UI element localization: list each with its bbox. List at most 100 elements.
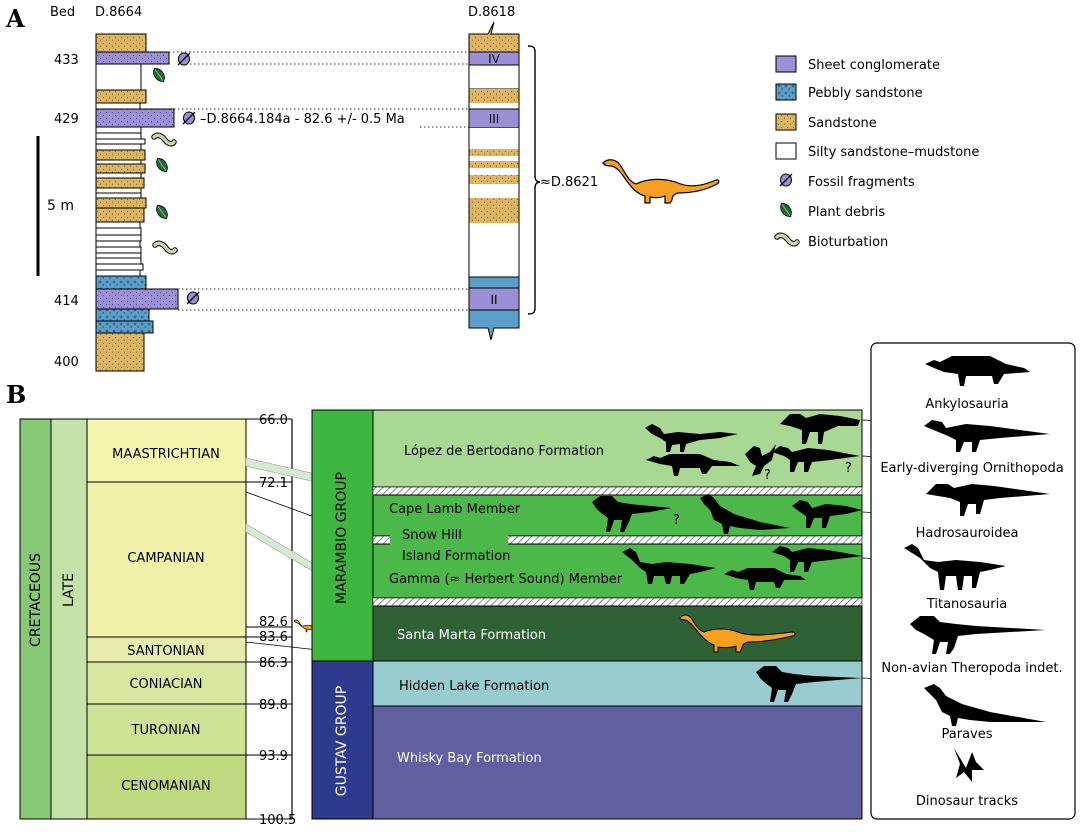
formation-label: Hidden Lake Formation — [399, 679, 549, 694]
dinosaur-silhouettes — [592, 414, 862, 702]
mudstone-bed — [95, 234, 142, 242]
question-mark: ? — [845, 461, 852, 476]
formation-label: Santa Marta Formation — [397, 628, 546, 643]
legend-label: Pebbly sandstone — [808, 86, 923, 101]
ornithopod-silhouette-icon — [792, 500, 862, 528]
pebbly-sandstone-bed — [468, 309, 520, 341]
age-tick-label: 89.8 — [259, 698, 288, 713]
theropod-silhouette-icon — [592, 496, 672, 532]
legend-label: Plant debris — [808, 205, 885, 220]
age-tick-label: 66.0 — [259, 413, 288, 428]
stage-label: TURONIAN — [131, 723, 201, 738]
legend-swatch — [775, 113, 797, 131]
bed-number: 429 — [54, 112, 79, 127]
sandstone-bed — [95, 177, 145, 189]
hiatus-band — [372, 597, 863, 607]
pebbly-sandstone-bed — [95, 308, 150, 322]
sandstone-bed — [468, 21, 520, 53]
sandstone-bed — [95, 89, 147, 104]
legend-label: Silty sandstone–mudstone — [808, 145, 979, 160]
sandstone-bed — [95, 33, 147, 53]
mudstone-bed — [95, 263, 144, 271]
legend-label: Sheet conglomerate — [808, 58, 940, 73]
panel-b-label: B — [6, 380, 26, 409]
bed-header: Bed — [50, 5, 75, 20]
paravian-silhouette-icon — [700, 494, 790, 534]
marambio-group — [311, 409, 374, 662]
fossil-fragment-icon — [779, 173, 793, 187]
clade-label: Paraves — [942, 727, 993, 742]
theropod-silhouette-icon — [756, 666, 862, 702]
column-d8618-title: D.8618 — [468, 5, 515, 20]
titanosaur-silhouette-icon — [904, 544, 1006, 590]
question-mark: ? — [673, 513, 680, 528]
theropod-silhouette-icon — [910, 616, 1046, 654]
gustav-group-label: GUSTAV GROUP — [334, 686, 350, 796]
age-tick-label: 83.6 — [259, 630, 288, 645]
mudstone-bed — [95, 102, 141, 110]
fossil-fragment-icon — [186, 291, 200, 305]
pebbly-sandstone-bed — [468, 276, 520, 289]
sandstone-bed — [469, 89, 519, 103]
bed-number: 414 — [54, 294, 79, 309]
mudstone-bed — [95, 63, 142, 91]
conglomerate-bed — [95, 51, 170, 65]
age-tick-label: 100.5 — [259, 813, 296, 828]
age-tick-label: 72.1 — [259, 476, 288, 491]
formation-label: Whisky Bay Formation — [397, 751, 542, 766]
mudstone-bed — [95, 257, 142, 265]
mudstone-bed — [95, 138, 146, 145]
hadrosaur-silhouette-icon — [926, 484, 1050, 516]
d8621-label: ≈D.8621 — [540, 175, 598, 190]
mudstone-bed — [95, 227, 142, 236]
cretaceous-column — [19, 418, 52, 820]
conglomerate-bed — [95, 288, 179, 310]
legend-label: Sandstone — [808, 116, 877, 131]
legend: Sheet conglomerate Pebbly sandstone Sand… — [774, 55, 979, 250]
marambio-group-label: MARAMBIO GROUP — [334, 472, 350, 604]
legend-label: Fossil fragments — [808, 175, 915, 190]
mudstone-bed — [95, 221, 141, 229]
clade-label: Hadrosauroidea — [916, 526, 1019, 541]
leaf-icon — [156, 158, 168, 172]
ankylosaur-silhouette-icon — [646, 454, 740, 476]
age-annotation: –D.8664.184a - 82.6 +/- 0.5 Ma — [200, 112, 405, 127]
d8621-bracket — [527, 45, 541, 315]
clade-label: Early-diverging Ornithopoda — [880, 461, 1063, 476]
snow-hill-label-bg — [390, 523, 508, 555]
column-d8664-title: D.8664 — [95, 5, 142, 20]
log-column-d8618 — [468, 21, 520, 341]
stage-maastrichtian — [86, 418, 247, 483]
leaf-icon — [153, 68, 165, 82]
mudstone-bed — [469, 184, 519, 198]
formation-label: Cape Lamb Member — [389, 502, 521, 517]
titanosaur-silhouette-icon — [622, 548, 716, 584]
formation-label: López de Bertodano Formation — [404, 444, 604, 459]
late-label: LATE — [61, 573, 77, 607]
lopez-de-bertodano-formation — [372, 409, 863, 488]
conglomerate-bed — [95, 108, 175, 128]
mudstone-bed — [95, 192, 142, 199]
pebbly-sandstone-bed — [95, 320, 154, 334]
mudstone-bed — [95, 252, 142, 259]
mudstone-bed — [95, 187, 142, 194]
stage-label: MAASTRICHTIAN — [112, 447, 220, 462]
bed-number: 400 — [54, 355, 79, 370]
correlation-lines — [169, 51, 469, 311]
scale-bar-label: 5 m — [47, 198, 74, 214]
legend-label: Bioturbation — [808, 235, 888, 250]
stage-label: CONIACIAN — [129, 677, 202, 692]
clade-label: Ankylosauria — [925, 397, 1008, 412]
ornithopod-silhouette-icon — [645, 424, 738, 452]
burrow-icon — [152, 133, 176, 146]
stage-turonian — [86, 703, 247, 756]
whisky-bay-formation — [372, 705, 863, 820]
leaf-icon — [780, 203, 792, 217]
sandstone-bed — [95, 163, 146, 174]
mudstone-bed — [469, 128, 519, 149]
sandstone-bed — [95, 332, 145, 372]
unit-label-ii: II — [490, 293, 497, 307]
hadrosaur-silhouette-icon — [780, 414, 860, 444]
formation-label: Gamma (≈ Herbert Sound) Member — [389, 572, 623, 587]
